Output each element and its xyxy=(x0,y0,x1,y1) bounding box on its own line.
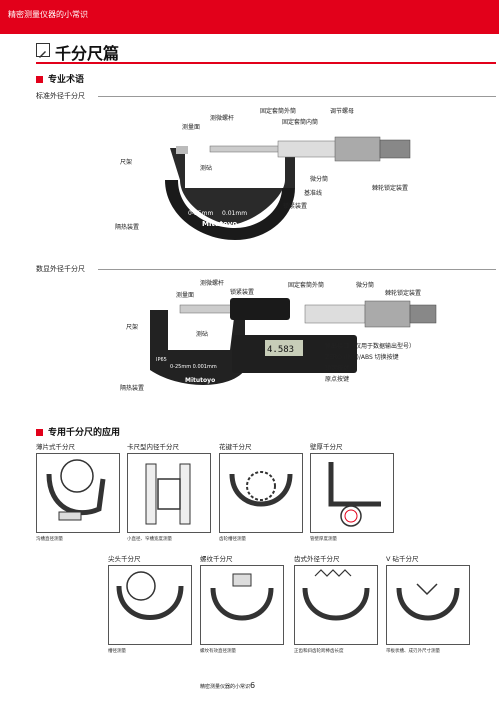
header-bar: 精密测量仪器的小常识 xyxy=(0,0,499,34)
frame-shape xyxy=(170,148,295,225)
label-insulator: 隔热装置 xyxy=(120,385,145,392)
ratchet-shape xyxy=(409,304,437,324)
app-title: 齿式外径千分尺 xyxy=(294,555,340,563)
page-number: 6 xyxy=(250,681,256,690)
label-adjust-nut: 调节螺母 xyxy=(330,108,355,115)
app-caption: 沟槽直径测量 xyxy=(36,537,63,542)
label-spindle: 测微螺杆 xyxy=(200,280,225,287)
thimble-shape xyxy=(364,300,411,328)
label-measure-face: 测量面 xyxy=(182,124,201,131)
app-caption: 槽径测量 xyxy=(108,649,126,654)
label-origin: 原点按键 xyxy=(325,376,350,383)
app-figure xyxy=(200,565,284,645)
label-thimble: 微分筒 xyxy=(356,282,375,289)
app-figure xyxy=(108,565,192,645)
label-sleeve-outer: 固定套筒外筒 xyxy=(260,108,297,115)
app-title: 螺纹千分尺 xyxy=(200,555,233,563)
lcd-screen xyxy=(265,340,303,356)
app-title: 卡尺型内径千分尺 xyxy=(127,443,179,451)
app-title: 壁厚千分尺 xyxy=(310,443,343,451)
label-index-line: 基准线 xyxy=(304,190,323,197)
sleeve-shape xyxy=(304,304,366,324)
label-sleeve-inner: 固定套筒内筒 xyxy=(282,119,319,126)
label-insulator: 隔热装置 xyxy=(115,224,140,231)
label-zero: ZERO (INC)/ABS 切换按键 xyxy=(325,354,399,361)
ip-text: IP65 xyxy=(156,357,167,363)
app-title: V 砧千分尺 xyxy=(386,555,419,563)
section-terms: 专业术语 xyxy=(36,72,84,85)
frame-body xyxy=(150,310,245,385)
label-lock: 锁紧装置 xyxy=(283,203,308,210)
subtitle-digital: 数显外径千分尺 xyxy=(36,265,85,273)
app-caption: 带板状槽、成刃外尺寸测量 xyxy=(386,649,440,654)
app-caption: 管壁厚度测量 xyxy=(310,537,337,542)
app-figure xyxy=(127,453,211,533)
brand-text: Mitutoyo xyxy=(202,220,237,228)
footer-text: 精密测量仪器的小常识 xyxy=(200,684,251,690)
page-title: 千分尺篇 xyxy=(55,44,120,63)
app-title: 薄片式千分尺 xyxy=(36,443,75,451)
label-thimble: 微分筒 xyxy=(310,176,329,183)
label-anvil: 测砧 xyxy=(200,165,213,172)
digital-micrometer-figure: 4.583 IP65 0-25mm 0.001mm Mitutoyo xyxy=(150,298,437,385)
anvil-shape xyxy=(176,146,188,154)
label-frame: 尺架 xyxy=(126,324,139,331)
label-measure-face: 测量面 xyxy=(176,292,195,299)
app-figure xyxy=(310,453,394,533)
label-anvil: 测砧 xyxy=(196,331,209,338)
divider xyxy=(98,269,496,270)
divider xyxy=(98,96,496,97)
label-sleeve-outer: 固定套筒外筒 xyxy=(288,282,325,289)
thimble-shape xyxy=(334,136,381,162)
app-caption: 螺纹有效直径测量 xyxy=(200,649,236,654)
app-figure xyxy=(36,453,120,533)
app-figure xyxy=(294,565,378,645)
label-ratchet: 棘轮锁定装置 xyxy=(385,290,422,297)
header-text: 精密测量仪器的小常识 xyxy=(8,10,88,19)
label-spindle: 测微螺杆 xyxy=(210,115,235,122)
app-caption: 正齿和斜齿轮跨棒齿长度 xyxy=(294,649,344,654)
frame-body xyxy=(165,180,295,240)
label-frame: 尺架 xyxy=(120,159,133,166)
display-value: 4.583 xyxy=(267,345,294,355)
app-figure xyxy=(219,453,303,533)
label-hold: 锁定按键 xyxy=(325,365,350,372)
label-lock: 锁紧装置 xyxy=(230,289,255,296)
range-text: 0-25mm 0.001mm xyxy=(170,364,217,370)
label-output: 输出接口（仅用于数据输出型号） xyxy=(325,343,416,350)
app-title: 花键千分尺 xyxy=(219,443,252,451)
section-special: 专用千分尺的应用 xyxy=(36,425,120,438)
app-figure xyxy=(386,565,470,645)
app-caption: 小直径、窄槽宽度测量 xyxy=(127,537,172,542)
subtitle-standard: 标准外径千分尺 xyxy=(36,92,85,100)
spindle-shape xyxy=(209,145,281,153)
pencil-icon xyxy=(36,43,50,58)
range-text: 0-25mm xyxy=(188,210,213,217)
brand-text: Mitutoyo xyxy=(185,377,215,384)
standard-micrometer-figure: 0-25mm 0.01mm Mitutoyo xyxy=(165,136,411,240)
lock-shape xyxy=(230,298,290,320)
ratchet-shape xyxy=(379,139,411,159)
label-ratchet: 棘轮锁定装置 xyxy=(372,185,409,192)
resolution-text: 0.01mm xyxy=(222,210,247,217)
app-title: 尖头千分尺 xyxy=(108,555,141,563)
app-caption: 齿轮槽径测量 xyxy=(219,537,246,542)
title-underline xyxy=(36,62,496,64)
sleeve-shape xyxy=(277,140,339,158)
